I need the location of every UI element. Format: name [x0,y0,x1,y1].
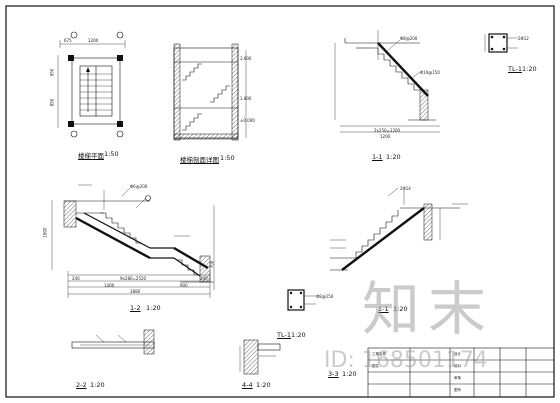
stair-section-scale: 1:50 [220,154,235,162]
watermark-logo: 知末 [362,275,495,343]
dim-plan-top-left: 675 [64,38,72,43]
elevation-1: 1.800 [240,96,252,101]
section-1-1-right [330,187,468,271]
watermark-id: ID: 168501174 [324,348,488,373]
stair-plan-scale: 1:50 [104,150,119,158]
section-1-1-top-title: 1-1 [372,153,383,161]
stair-plan-title: 楼梯平面 [78,152,104,160]
rebar-note-4: Φ6@200 [130,184,148,189]
section-1-1-right-title: 1-1 [378,305,389,313]
detail-tl1-top [484,33,518,53]
title-block-col3: 审核 [454,376,461,380]
rebar-note-2: Φ10@150 [420,70,440,75]
dim-s12-run: 9x280=2520 [120,276,147,281]
dim-section-right-a: 1200 [380,134,391,139]
title-block-row2: 图名 [372,364,379,368]
dim-s12-c: 240 [72,276,80,281]
elevation-2: 3.600 [240,56,252,61]
stair-section-view [173,43,247,141]
section-2-2 [71,329,155,355]
section-4-4-title: 4-4 [242,381,253,389]
detail-tl1-mid-scale: 1:20 [291,331,306,339]
stair-section-title: 楼梯剖面详图 [180,156,219,164]
section-1-1-top-scale: 1:20 [386,153,401,161]
title-block-col1: 设计 [454,352,461,356]
rebar-note-1: Φ8@200 [400,36,418,41]
stair-plan-view [57,31,126,138]
dim-s12-total: 2880 [130,289,141,294]
dim-plan-left-a: 950 [49,68,55,77]
section-1-1-right-scale: 1:20 [393,305,408,313]
dim-s12-b: 900 [180,283,188,288]
detail-tl1-mid [287,289,316,311]
section-2-2-title: 2-2 [76,381,87,389]
section-3-3-title: 3-3 [328,370,339,378]
title-block-col4: 图号 [454,388,461,392]
detail-tl1-mid-title: TL-1 [277,331,291,339]
section-2-2-scale: 1:20 [90,381,105,389]
sheet-border [5,5,555,398]
elevation-0: ±0.000 [240,118,255,123]
detail-tl1-top-title: TL-1 [508,65,522,73]
dim-section-run: 2x250=1200 [374,128,401,133]
dim-s12-a: 1400 [104,283,115,288]
section-3-3-scale: 1:20 [342,370,357,378]
section-4-4-scale: 1:20 [256,381,271,389]
title-block-row1: 工程名称 [372,352,386,356]
dim-s12-h: 1800 [42,227,48,238]
section-1-1-top [334,30,440,133]
dim-s12-d: 340 [200,276,208,281]
dim-plan-left-b: 850 [49,98,55,107]
dim-plan-top: 1200 [88,38,99,43]
rebar-note-3: 2Φ12 [518,36,529,41]
detail-tl1-top-scale: 1:20 [522,65,537,73]
title-block [367,347,555,398]
dim-s12-h2: 700 [209,260,215,269]
section-1-2-title: 1-2 [130,304,141,312]
section-4-4 [239,339,281,375]
rebar-note-5: 2Φ14 [400,186,411,191]
section-1-2 [51,184,215,298]
rebar-note-6: Φ8@150 [316,294,334,299]
title-block-col2: 校对 [454,364,461,368]
section-1-2-scale: 1:20 [146,304,161,312]
